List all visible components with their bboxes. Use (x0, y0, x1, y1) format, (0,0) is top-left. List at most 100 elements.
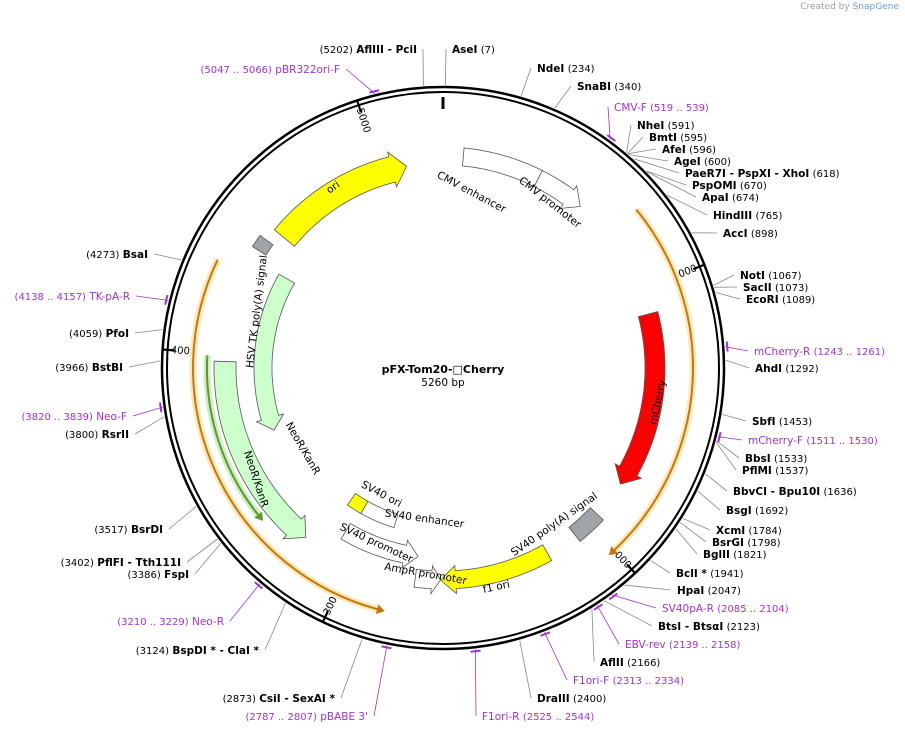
enzyme-label-bspdi-clai[interactable]: (3124) BspDI * - ClaI * (136, 645, 260, 657)
enzyme-label-pflfi-tth111i[interactable]: (3402) PflFI - Tth111I (61, 557, 181, 569)
enzyme-label-sbfi[interactable]: SbfI (1453) (752, 416, 812, 428)
site-position: (1533) (774, 454, 807, 465)
site-name: BspDI * - ClaI * (172, 645, 259, 657)
site-position: (2313 .. 2334) (613, 676, 685, 687)
enzyme-label-bsrgi[interactable]: BsrGI (1798) (712, 537, 781, 549)
feature-neor-kanr[interactable] (213, 360, 307, 540)
site-position: (3966) (55, 363, 88, 374)
enzyme-label-hindiii[interactable]: HindIII (765) (713, 210, 782, 222)
feature-hsv-tk-poly-a-signal[interactable] (251, 234, 274, 256)
primer-label-f1ori-r[interactable]: F1ori-R (2525 .. 2544) (482, 711, 594, 723)
primer-label-neo-r[interactable]: (3210 .. 3229) Neo-R (117, 616, 224, 628)
site-name: DraIII (537, 693, 570, 705)
primer-leader-ebv-rev (596, 605, 620, 645)
site-position: (519 .. 539) (650, 103, 709, 114)
primer-mark-ebv-rev (593, 603, 603, 611)
primer-leader-mcherry-f (717, 436, 743, 441)
site-position: (7) (481, 45, 495, 56)
enzyme-label-csii-sexai[interactable]: (2873) CsiI - SexAI * (223, 693, 336, 705)
enzyme-leader-paer7i-pspxi-xhoi (633, 158, 680, 174)
enzyme-leader-pfoi (134, 329, 163, 334)
primer-label-mcherry-r[interactable]: mCherry-R (1243 .. 1261) (754, 346, 885, 358)
site-position: (340) (614, 82, 641, 93)
primer-label-cmv-f[interactable]: CMV-F (519 .. 539) (614, 102, 709, 114)
site-name: HpaI (677, 585, 704, 597)
enzyme-leader-ecori (715, 292, 741, 300)
enzyme-label-afei[interactable]: AfeI (596) (662, 144, 716, 156)
site-name: SbfI (752, 416, 776, 428)
feature-f1-ori[interactable] (439, 544, 553, 595)
enzyme-label-bglii[interactable]: BglII (1821) (703, 549, 767, 561)
orf-line-0 (613, 208, 694, 552)
site-name: CsiI - SexAI * (259, 693, 335, 705)
site-name: NheI (637, 120, 664, 132)
enzyme-label-pspomi[interactable]: PspOMI (670) (692, 180, 767, 192)
enzyme-label-btsi-bts-i[interactable]: BtsI - BtsαI (2123) (658, 621, 760, 633)
tick-mark-2000 (626, 563, 637, 575)
enzyme-label-bsgi[interactable]: BsgI (1692) (726, 505, 788, 517)
enzyme-label-acci[interactable]: AccI (898) (723, 228, 778, 240)
feature-sv40-promoter[interactable] (340, 522, 419, 569)
feature-sv40-poly-a-signal[interactable] (568, 507, 604, 542)
enzyme-label-bstbi[interactable]: (3966) BstBI (55, 362, 123, 374)
site-position: (1784) (749, 526, 782, 537)
enzyme-label-pfoi[interactable]: (4059) PfoI (69, 328, 129, 340)
primer-label-pbr322ori-f[interactable]: (5047 .. 5066) pBR322ori-F (201, 64, 340, 76)
enzyme-label-snabi[interactable]: SnaBI (340) (577, 81, 641, 93)
primer-mark-f1ori-f (540, 631, 551, 637)
feature-ori[interactable] (273, 150, 408, 247)
enzyme-label-ndei[interactable]: NdeI (234) (537, 63, 595, 75)
enzyme-label-sacii[interactable]: SacII (1073) (743, 282, 808, 294)
enzyme-label-bbsi[interactable]: BbsI (1533) (745, 453, 807, 465)
primer-leader-f1ori-r (475, 649, 477, 717)
primer-label-f1ori-f[interactable]: F1ori-F (2313 .. 2334) (573, 675, 684, 687)
feature-sv40-ori[interactable] (346, 492, 369, 515)
enzyme-label-aflii[interactable]: AflII (2166) (600, 657, 660, 669)
feature-mcherry[interactable] (614, 311, 666, 485)
enzyme-label-draiii[interactable]: DraIII (2400) (537, 693, 606, 705)
tick-mark-5000 (355, 99, 362, 113)
enzyme-label-agei[interactable]: AgeI (600) (674, 156, 731, 168)
enzyme-leader-bsgi (697, 490, 721, 511)
enzyme-label-ecori[interactable]: EcoRI (1089) (746, 294, 815, 306)
enzyme-label-bsrdi[interactable]: (3517) BsrDI (94, 524, 163, 536)
feature-cmv-promoter[interactable] (533, 170, 581, 209)
site-name: AflII (600, 657, 624, 669)
enzyme-label-bsai[interactable]: (4273) BsaI (86, 249, 148, 261)
site-position: (674) (732, 193, 759, 204)
site-name: AfeI (662, 144, 686, 156)
enzyme-label-noti[interactable]: NotI (1067) (740, 270, 802, 282)
enzyme-label-bmti[interactable]: BmtI (595) (649, 132, 707, 144)
primer-label-pbabe-3[interactable]: (2787 .. 2807) pBABE 3' (245, 711, 368, 723)
enzyme-label-rsrii[interactable]: (3800) RsrII (65, 429, 129, 441)
site-position: (2525 .. 2544) (523, 712, 595, 723)
primer-label-sv40pa-r[interactable]: SV40pA-R (2085 .. 2104) (662, 603, 789, 615)
primer-label-tk-pa-r[interactable]: (4138 .. 4157) TK-pA-R (15, 291, 130, 303)
primer-label-ebv-rev[interactable]: EBV-rev (2139 .. 2158) (625, 639, 740, 651)
enzyme-label-afliii-pcii[interactable]: (5202) AflIII - PciI (320, 44, 417, 56)
primer-label-mcherry-f[interactable]: mCherry-F (1511 .. 1530) (748, 435, 878, 447)
enzyme-label-fspi[interactable]: (3386) FspI (128, 569, 189, 581)
enzyme-label-pflmi[interactable]: PflMI (1537) (742, 465, 809, 477)
primer-label-neo-f[interactable]: (3820 .. 3839) Neo-F (21, 411, 127, 423)
site-name: pBR322ori-F (275, 64, 340, 76)
enzyme-leader-fspi (194, 542, 222, 575)
feature-neor-kanr-inner[interactable] (253, 273, 296, 431)
enzyme-label-xcmi[interactable]: XcmI (1784) (716, 525, 782, 537)
site-name: BsrDI (131, 524, 163, 536)
feature-ampr-promoter[interactable] (413, 564, 441, 596)
orf-line-1 (192, 259, 379, 611)
enzyme-label-paer7i-pspxi-xhoi[interactable]: PaeR7I - PspXI - XhoI (618) (685, 168, 840, 180)
enzyme-label-bcli[interactable]: BclI * (1941) (676, 568, 744, 580)
enzyme-label-asei[interactable]: AseI (7) (452, 44, 495, 56)
site-position: (1292) (785, 364, 818, 375)
site-position: (2787 .. 2807) (245, 712, 317, 723)
enzyme-label-bbvci-bpu10i[interactable]: BbvCI - Bpu10I (1636) (733, 486, 857, 498)
enzyme-label-hpai[interactable]: HpaI (2047) (677, 585, 741, 597)
site-position: (3800) (65, 430, 98, 441)
enzyme-label-nhei[interactable]: NheI (591) (637, 120, 695, 132)
primer-mark-neo-f (159, 402, 163, 413)
enzyme-label-ahdi[interactable]: AhdI (1292) (755, 363, 819, 375)
enzyme-label-apai[interactable]: ApaI (674) (702, 192, 759, 204)
enzyme-leader-bsai (153, 253, 182, 261)
